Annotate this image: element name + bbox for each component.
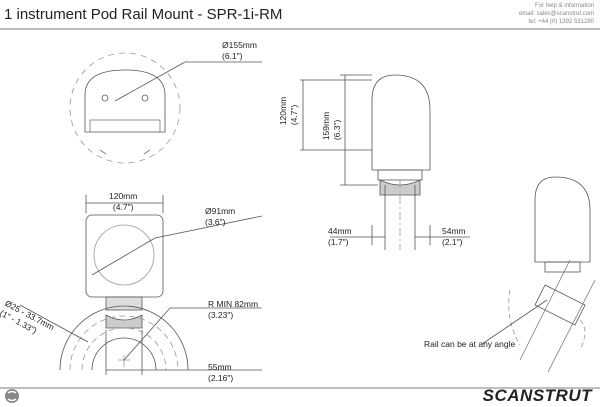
dim-value-in: (3.6") bbox=[205, 217, 226, 227]
height1-label: 120mm(4.7") bbox=[278, 97, 300, 125]
dim-value-in: (6.3") bbox=[332, 119, 343, 141]
width-label: 120mm(4.7") bbox=[109, 191, 137, 213]
front-view bbox=[19, 195, 263, 375]
scanstrut-logo: SCANSTRUT bbox=[482, 386, 592, 405]
dim-value-in: (2.16") bbox=[208, 373, 234, 383]
top-view bbox=[69, 52, 262, 164]
side-view bbox=[300, 74, 470, 250]
dim-value-in: (6.1") bbox=[222, 51, 243, 61]
dim-value: 54mm bbox=[442, 226, 466, 236]
dim-value-in: (4.7") bbox=[289, 104, 300, 126]
dim-value-in: (3.23") bbox=[208, 310, 234, 320]
dim-value: 159mm bbox=[321, 111, 332, 141]
base-label: 55mm(2.16") bbox=[208, 362, 233, 384]
dim-value: Ø155mm bbox=[222, 40, 257, 50]
page-title: 1 instrument Pod Rail Mount - SPR-1i-RM bbox=[4, 6, 283, 23]
right-offset-label: 54mm(2.1") bbox=[442, 226, 466, 248]
dim-value: 120mm bbox=[109, 191, 138, 201]
dim-value: R MIN 82mm bbox=[208, 299, 259, 309]
help-email: email: sales@scanstrut.com bbox=[518, 11, 594, 17]
dim-value: Ø91mm bbox=[205, 206, 236, 216]
dim-value: 44mm bbox=[328, 226, 352, 236]
left-offset-label: 44mm(1.7") bbox=[328, 226, 352, 248]
rmin-label: R MIN 82mm(3.23") bbox=[208, 299, 258, 321]
dim-value: 120mm bbox=[278, 96, 289, 126]
face-dia-label: Ø91mm(3.6") bbox=[205, 206, 235, 228]
rail-angle-note: Rail can be at any angle bbox=[424, 339, 516, 349]
help-phone: tel: +44 (0) 1392 531280 bbox=[528, 19, 594, 25]
dim-value-in: (2.1") bbox=[442, 237, 463, 247]
help-info: For help & information email: sales@scan… bbox=[519, 2, 594, 26]
height2-label: 159mm(6.3") bbox=[321, 112, 343, 140]
dim-value: 55mm bbox=[208, 362, 232, 372]
scanstrut-logo-mark bbox=[5, 389, 19, 403]
angled-view bbox=[481, 176, 596, 373]
top-dia-label: Ø155mm(6.1") bbox=[222, 40, 257, 62]
dim-value-in: (4.7") bbox=[112, 202, 134, 212]
dim-value-in: (1.7") bbox=[328, 237, 349, 247]
help-heading: For help & information bbox=[534, 3, 594, 9]
